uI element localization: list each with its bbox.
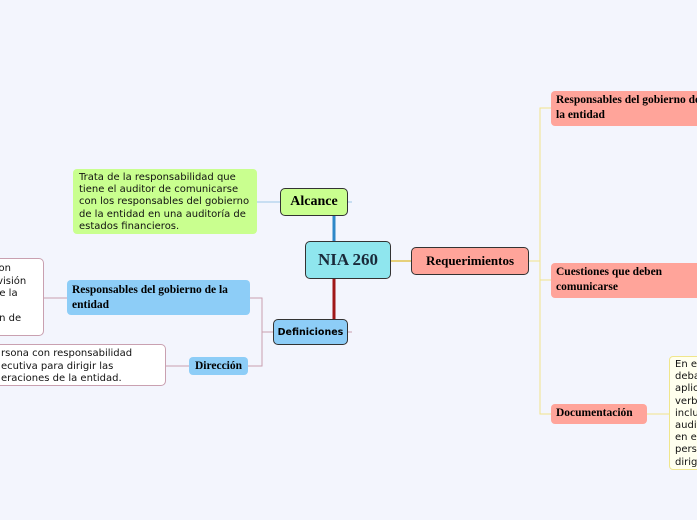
requerimientos-node[interactable]: Requerimientos	[411, 247, 529, 275]
responsables-gobierno-node[interactable]: Responsables del gobierno de la entidad	[67, 280, 250, 315]
note-line: de la	[0, 288, 18, 299]
definiciones-node[interactable]: Definiciones	[273, 319, 348, 345]
req-responsables-gobierno-node[interactable]: Responsables del gobierno de la entidad	[551, 91, 697, 126]
note-line: En el	[675, 359, 697, 370]
note-line: rvisión	[0, 275, 27, 287]
responsables-gobierno-note[interactable]: con rvisión de la ón de	[0, 258, 44, 336]
direccion-node[interactable]: Dirección	[189, 357, 248, 375]
note-line: ecutiva para dirigir las	[1, 360, 114, 372]
central-topic-node[interactable]: NIA 260	[305, 241, 391, 279]
requerimientos-label: Requerimientos	[425, 253, 515, 268]
note-line: ón de	[0, 313, 22, 324]
req-cuestiones-node[interactable]: Cuestiones que deben comunicarse	[551, 263, 697, 298]
direccion-note[interactable]: rsona con responsabilidad ecutiva para d…	[0, 344, 166, 386]
req-item-label: Documentación	[556, 407, 633, 419]
note-line: perso	[675, 444, 697, 456]
note-line: con	[0, 263, 11, 274]
note-line: aplic	[675, 383, 697, 395]
note-line: dirigi	[675, 456, 697, 468]
note-line: inclu	[675, 407, 697, 419]
definiciones-label: Definiciones	[277, 326, 344, 338]
req-item-label: Responsables del gobierno de la entidad	[556, 94, 697, 121]
alcance-label: Alcance	[290, 194, 338, 209]
direccion-label: Dirección	[194, 360, 243, 372]
note-line: en el	[675, 432, 697, 444]
note-line: rsona con responsabilidad	[1, 348, 133, 359]
req-item-label: Cuestiones que deben comunicarse	[556, 266, 663, 293]
note-line: verba	[675, 395, 697, 407]
alcance-node[interactable]: Alcance	[280, 188, 348, 216]
req-documentacion-node[interactable]: Documentación	[551, 404, 647, 424]
alcance-note-text: Trata de la responsabilidad que tiene el…	[79, 172, 250, 232]
alcance-note[interactable]: Trata de la responsabilidad que tiene el…	[73, 169, 257, 234]
note-line: audit	[675, 420, 697, 432]
note-line: eraciones de la entidad.	[1, 373, 122, 384]
note-line	[0, 301, 43, 314]
central-topic-label: NIA 260	[318, 250, 378, 269]
responsables-gobierno-label: Responsables del gobierno de la entidad	[72, 284, 228, 311]
